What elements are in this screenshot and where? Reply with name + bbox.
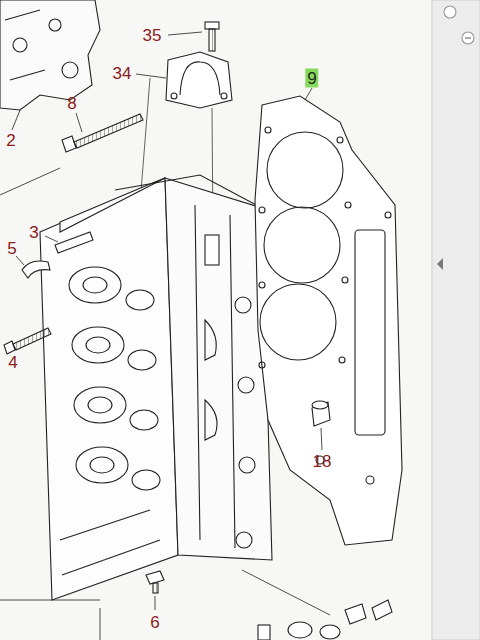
cylinder-head	[40, 175, 272, 600]
scroll-arrow	[437, 258, 443, 270]
bolt-6	[146, 571, 164, 593]
bolt-4	[4, 328, 51, 354]
callout-number: 2	[4, 131, 17, 150]
callout-number: 18	[311, 452, 334, 471]
callout-number: 9	[305, 69, 318, 88]
ui-button	[444, 6, 456, 18]
pin-3	[55, 232, 93, 253]
callout-number: 5	[5, 239, 18, 258]
callout-number: 8	[65, 94, 78, 113]
cover-34	[166, 52, 232, 108]
clip-5	[22, 261, 50, 278]
part-2	[0, 0, 100, 110]
screen-strip	[432, 0, 480, 640]
callout-number: 34	[111, 64, 134, 83]
ui-button	[462, 32, 474, 44]
callout-number: 6	[148, 613, 161, 632]
callout-number: 35	[141, 26, 164, 45]
bolt-35	[205, 22, 219, 51]
callout-number: 4	[6, 353, 19, 372]
dowel-18	[312, 401, 330, 426]
lower-parts	[258, 600, 392, 640]
callout-number: 3	[27, 223, 40, 242]
gasket-9	[255, 96, 402, 545]
bolt-8	[62, 114, 143, 152]
